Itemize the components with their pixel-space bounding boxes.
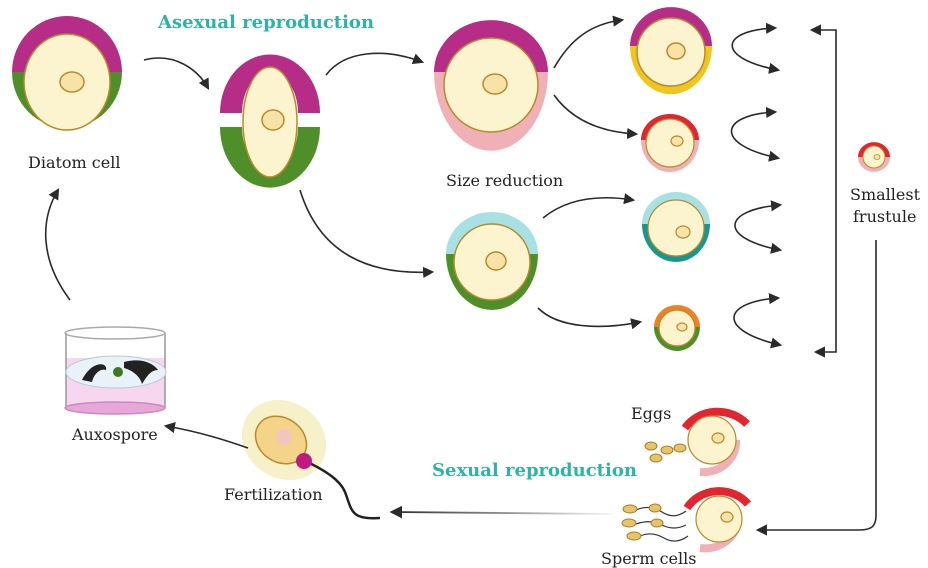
egg-cell [685,412,747,472]
arrow-to-large-cell [326,53,422,75]
diatom-cell [12,16,122,130]
arrow-gen-4 [538,308,640,326]
gen-cell-teal [642,192,710,262]
asexual-reproduction-title: Asexual reproduction [157,12,374,33]
auxospore-label: Auxospore [71,425,158,444]
fork-arrow-4 [734,298,780,345]
arrow-to-division [144,58,208,88]
eggs-label: Eggs [631,404,671,423]
sperm-cells-icon [622,504,688,541]
size-reduction-label: Size reduction [446,171,563,190]
diatom-cell-label: Diatom cell [28,153,120,172]
arrow-to-diatom [46,190,70,300]
arrow-gen-3 [543,198,633,218]
smallest-frustule-label-line2: frustule [853,207,916,226]
fork-arrow-3 [735,205,780,250]
sperm-cells-label: Sperm cells [601,549,696,568]
arrow-to-sexual [758,240,876,530]
arrow-to-fertilization [392,512,612,514]
sexual-reproduction-title: Sexual reproduction [432,460,637,481]
dividing-cell [220,55,320,188]
small-daughter-cell [446,212,538,310]
gen-cell-yellow [630,7,712,94]
arrow-gen-2 [554,95,636,134]
gen-cell-orange [654,305,700,351]
fertilization-label: Fertilization [224,485,323,504]
eggs-icon [645,442,686,462]
large-daughter-cell [434,20,548,151]
fork-arrow-2 [732,112,779,158]
gen-cell-pink [641,114,699,172]
smallest-frustule-label-line1: Smallest [850,185,921,204]
arrow-gen-1 [554,20,622,68]
convergence-bracket [812,30,836,352]
arrow-to-small-cell [300,190,432,272]
smallest-frustule-cell [858,142,890,172]
sperm-parent-cell [687,491,748,548]
arrow-to-auxospore [166,426,248,448]
auxospore-beaker [65,327,166,414]
fork-arrow-1 [732,28,778,70]
